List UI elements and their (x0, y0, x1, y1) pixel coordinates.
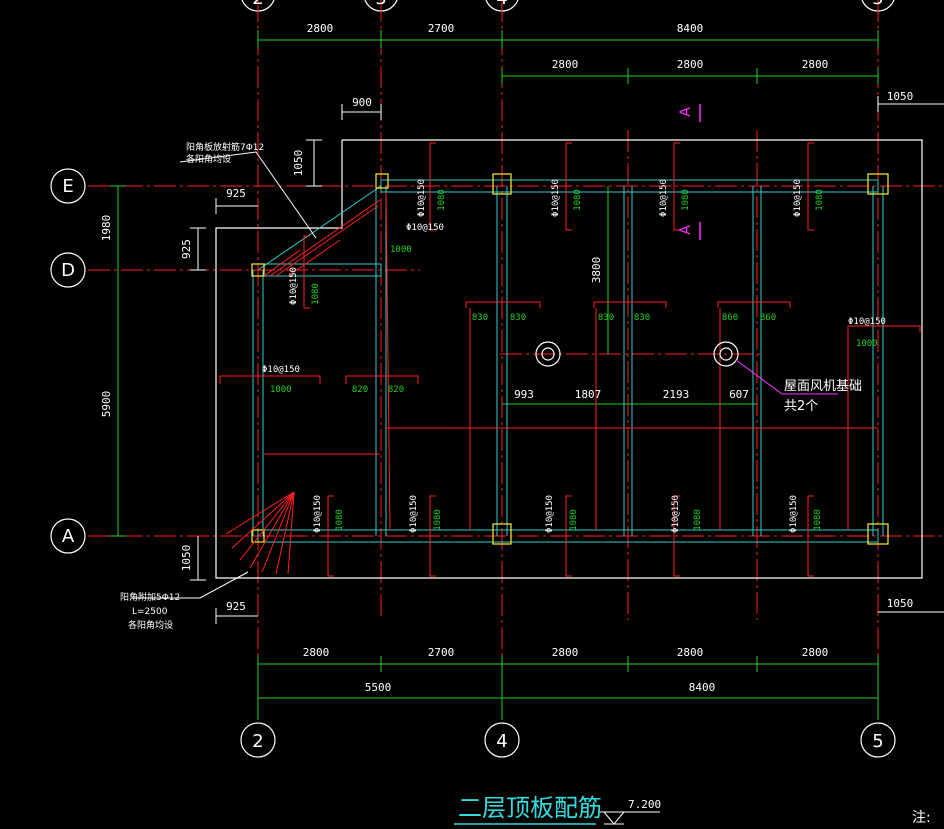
dim-top2-2800-a: 2800 (552, 58, 579, 71)
rebar-lines (219, 142, 921, 577)
rebar-spec-left-d: Φ10@150 (289, 267, 299, 305)
dim-993: 993 (514, 388, 534, 401)
rebar-len-top-4: 1080 (815, 189, 825, 211)
rebar-spec-bottom-3: Φ10@150 (545, 495, 555, 533)
dim-bottom-5500: 5500 (365, 681, 392, 694)
dim-1807: 1807 (575, 388, 602, 401)
fan-leader (735, 359, 783, 395)
axis-label-5: 5 (872, 731, 883, 752)
rebar-spec-bottom-4: Φ10@150 (671, 495, 681, 533)
axis-label-e: E (62, 176, 73, 197)
rebar-len-top-3: 1080 (681, 189, 691, 211)
dimension-lines (110, 30, 879, 720)
rebar-spec-bottom-1: Φ10@150 (313, 495, 323, 533)
dim-bottom-2800-b: 2800 (552, 646, 579, 659)
corner-note-top-line2: 各阳角均设 (186, 153, 231, 165)
beams (251, 179, 884, 543)
dim-bottom-2700: 2700 (428, 646, 455, 659)
elevation-marker (600, 811, 660, 825)
rebar-len-bottom-5: 1080 (813, 509, 823, 531)
rebar-len-left-d: 1080 (311, 283, 321, 305)
section-mark-a-top: A (678, 107, 694, 117)
slab-outline (215, 139, 923, 579)
small-dimensions (190, 96, 944, 624)
dim-1980: 1980 (100, 215, 113, 242)
rebar-spec-top-4: Φ10@150 (793, 179, 803, 217)
axis-label-a: A (62, 526, 75, 547)
corner-note-bottom-line2: L=2500 (132, 607, 168, 617)
rebar-spec-right: Φ10@150 (848, 317, 886, 327)
rebar-len-820-b: 820 (388, 385, 404, 395)
rebar-len-bottom-1: 1080 (335, 509, 345, 531)
rebar-len-diag: 1000 (390, 245, 412, 255)
rebar-len-860-a: 860 (722, 313, 738, 323)
dim-1050-top-right: 1050 (887, 90, 914, 103)
dim-bottom-8400: 8400 (689, 681, 716, 694)
dim-top-2800: 2800 (307, 22, 334, 35)
columns (251, 173, 889, 545)
annotation-leaders (132, 151, 317, 599)
dim-bottom-2800-c: 2800 (677, 646, 704, 659)
rebar-len-top-2: 1080 (573, 189, 583, 211)
top-axis-label-2: 2 (252, 0, 263, 9)
rebar-spec-top-2: Φ10@150 (551, 179, 561, 217)
dim-1050-left-top: 1050 (292, 150, 305, 177)
dim-top2-2800-b: 2800 (677, 58, 704, 71)
dim-top-2700: 2700 (428, 22, 455, 35)
top-axis-label-3: 3 (375, 0, 386, 9)
corner-note-top-line1: 阳角板放射筋7Φ12 (186, 141, 264, 153)
radial-rebars (225, 491, 295, 575)
corner-note-bottom-line1: 阳角附加5Φ12 (120, 591, 180, 603)
dim-top-8400: 8400 (677, 22, 704, 35)
rebar-len-bottom-2: 1080 (433, 509, 443, 531)
drawing-title: 二层顶板配筋 (458, 794, 602, 822)
rebar-len-left-mid: 1000 (270, 385, 292, 395)
rebar-len-bottom-4: 1080 (693, 509, 703, 531)
rebar-len-bottom-3: 1080 (569, 509, 579, 531)
dim-607: 607 (729, 388, 749, 401)
axis-label-4: 4 (496, 731, 507, 752)
rebar-spec-diag: Φ10@150 (406, 223, 444, 233)
section-mark-a-bottom: A (678, 225, 694, 235)
fan-base-note-line1: 屋面风机基础 (784, 379, 862, 394)
rebar-spec-left-mid: Φ10@150 (262, 365, 300, 375)
fan-base-note-line2: 共2个 (784, 399, 818, 414)
dim-925-a: 925 (226, 187, 246, 200)
dim-900: 900 (352, 96, 372, 109)
axis-label-d: D (61, 260, 75, 281)
fan-base-symbols (535, 341, 739, 367)
rebar-spec-bottom-2: Φ10@150 (409, 495, 419, 533)
notes-label: 注: (912, 810, 931, 826)
corner-note-bottom-line3: 各阳角均设 (128, 619, 173, 631)
top-axis-label-4: 4 (496, 0, 507, 9)
rebar-len-830-a: 830 (472, 313, 488, 323)
rebar-len-830-b: 830 (510, 313, 526, 323)
rebar-len-right: 1000 (856, 339, 878, 349)
rebar-spec-top-3: Φ10@150 (659, 179, 669, 217)
rebar-len-830-d: 830 (634, 313, 650, 323)
axis-label-2: 2 (252, 731, 263, 752)
rebar-len-830-c: 830 (598, 313, 614, 323)
top-axis-label-5: 5 (872, 0, 883, 9)
dim-2193: 2193 (663, 388, 690, 401)
rebar-spec-top-1: Φ10@150 (417, 179, 427, 217)
dim-top2-2800-c: 2800 (802, 58, 829, 71)
rebar-len-860-b: 860 (760, 313, 776, 323)
dim-3800: 3800 (590, 257, 603, 284)
dim-5900: 5900 (100, 391, 113, 418)
dim-bottom-2800-a: 2800 (303, 646, 330, 659)
elevation-value: 7.200 (628, 798, 661, 811)
rebar-len-820-a: 820 (352, 385, 368, 395)
dim-925-bottom: 925 (226, 600, 246, 613)
dim-1050-bottom-right: 1050 (887, 597, 914, 610)
top-axis-bubbles (241, 0, 895, 12)
dim-bottom-2800-d: 2800 (802, 646, 829, 659)
dim-925-b: 925 (180, 239, 193, 259)
rebar-len-top-1: 1080 (437, 189, 447, 211)
bottom-axis-bubbles (50, 168, 896, 758)
rebar-spec-bottom-5: Φ10@150 (789, 495, 799, 533)
dim-1050-left-bottom: 1050 (180, 545, 193, 572)
